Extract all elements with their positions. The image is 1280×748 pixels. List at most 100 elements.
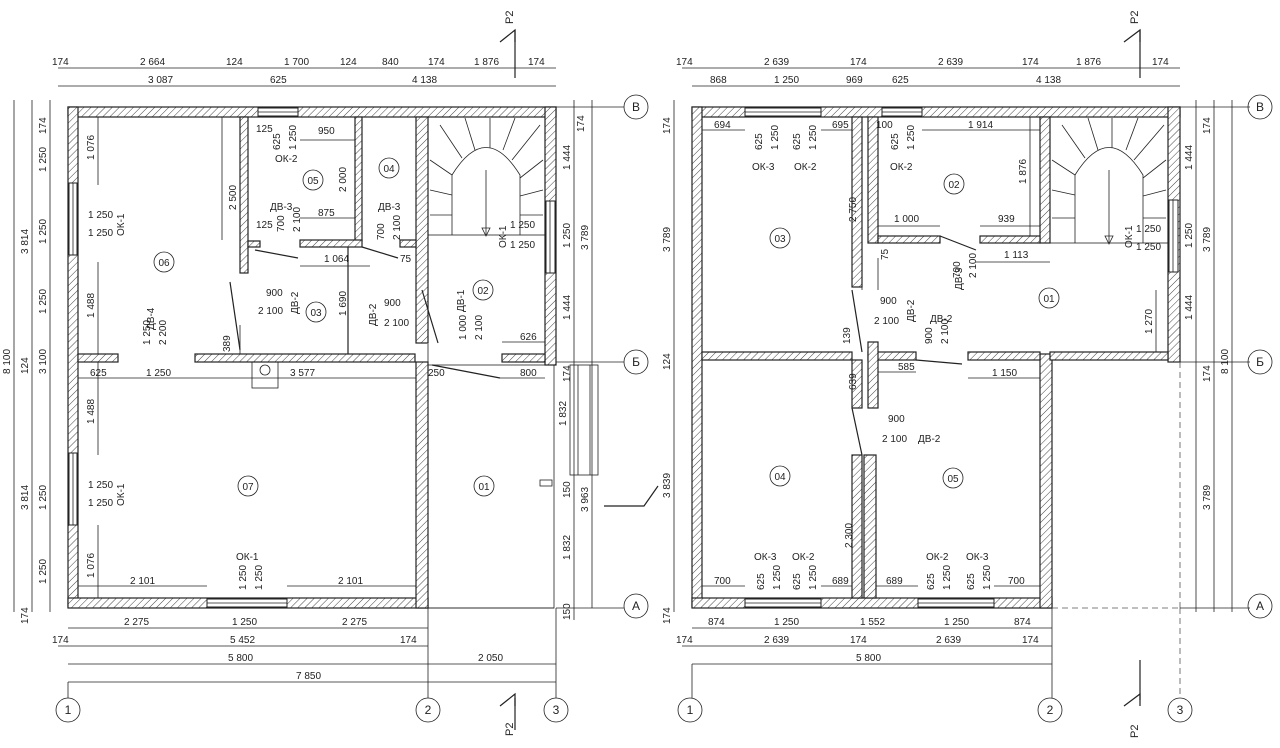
- axis-label: 3: [553, 703, 560, 717]
- dim-text: 5 452: [230, 635, 255, 646]
- door-code: 2 100: [968, 253, 979, 278]
- window-code: 1 250: [88, 498, 113, 509]
- right-plan-doors: [851, 235, 977, 456]
- dim-text: 174: [662, 607, 673, 624]
- dim-text: 1 690: [338, 291, 349, 316]
- room-number: 03: [774, 234, 786, 245]
- window-code: ОК-1: [1124, 225, 1135, 248]
- room-number: 01: [1043, 294, 1055, 305]
- dim-text: 868: [710, 75, 727, 86]
- dim-text: 1 914: [968, 120, 993, 131]
- dim-text: 2 300: [844, 523, 855, 548]
- dim-text: 1 064: [324, 254, 349, 265]
- dim-text: 174: [1022, 57, 1039, 68]
- right-plan-top-dims: 174 2 639 174 2 639 174 1 876 174 868 1 …: [676, 57, 1180, 87]
- window-code: 1 250: [238, 565, 249, 590]
- door-code: 2 100: [292, 207, 303, 232]
- window-code: 1 250: [942, 565, 953, 590]
- door-code: 700: [276, 215, 287, 232]
- door-code: 2 100: [384, 318, 409, 329]
- window-code: 625: [756, 573, 767, 590]
- axis-marker: [677, 697, 703, 723]
- axis-marker: [55, 697, 81, 723]
- dim-text: 625: [90, 368, 107, 379]
- door-code: 2 100: [474, 315, 485, 340]
- door-code: 2 100: [392, 215, 403, 240]
- dim-text: 3 087: [148, 75, 173, 86]
- window-code: 625: [792, 133, 803, 150]
- dim-text: 1 250: [38, 289, 49, 314]
- room-number: 07: [242, 482, 254, 493]
- dim-text: 1 250: [944, 617, 969, 628]
- section-label: Р2: [1129, 725, 1141, 738]
- dim-text: 625: [892, 75, 909, 86]
- dim-text: 8 100: [1220, 349, 1231, 374]
- dim-text: 100: [876, 120, 893, 131]
- window-code: ОК-1: [116, 483, 127, 506]
- door-code: 2 100: [940, 319, 951, 344]
- dim-text: 2 101: [338, 576, 363, 587]
- window-code: ОК-3: [752, 162, 775, 173]
- dim-text: 874: [1014, 617, 1031, 628]
- door-code: 700: [952, 261, 963, 278]
- window-code: ОК-2: [792, 552, 815, 563]
- door-code: 900: [266, 288, 283, 299]
- window-code: ОК-3: [754, 552, 777, 563]
- axis-label: А: [632, 599, 640, 613]
- door-code: 2 200: [158, 320, 169, 345]
- dim-text: 1 270: [1144, 309, 1155, 334]
- door-code: 1 250: [142, 320, 153, 345]
- dim-text: 1 250: [38, 485, 49, 510]
- dim-text: 2 500: [228, 185, 239, 210]
- window-code: 1 250: [254, 565, 265, 590]
- door-code: ДВ-2: [906, 299, 917, 322]
- dim-text: 1 150: [992, 368, 1017, 379]
- dim-text: 2 639: [764, 635, 789, 646]
- window-code: ОК-2: [794, 162, 817, 173]
- dim-text: 1 876: [474, 57, 499, 68]
- axis-label: 1: [65, 703, 72, 717]
- left-plan-walls: [67, 106, 599, 609]
- dim-text: 689: [832, 576, 849, 587]
- dim-text: 625: [270, 75, 287, 86]
- room-number: 04: [383, 164, 395, 175]
- door-code: 2 100: [882, 434, 907, 445]
- dim-text: 1 250: [146, 368, 171, 379]
- room-number: 02: [948, 180, 960, 191]
- right-plan-bottom-dims: 874 1 250 1 552 1 250 874 174 2 639 174 …: [676, 617, 1052, 665]
- dim-text: 1 832: [558, 401, 569, 426]
- dim-text: 700: [714, 576, 731, 587]
- window-code: 625: [890, 133, 901, 150]
- window-code: 1 250: [808, 125, 819, 150]
- door-code: ДВ-3: [270, 202, 293, 213]
- room-number: 03: [310, 308, 322, 319]
- dim-text: 174: [52, 635, 69, 646]
- dim-text: 1 250: [774, 75, 799, 86]
- right-plan-walls: [691, 106, 1181, 609]
- axis-label: 3: [1177, 703, 1184, 717]
- left-plan-right-dims: 174 1 444 1 250 1 444 174 1 832 150 150 …: [558, 100, 593, 620]
- dim-text: 2 639: [764, 57, 789, 68]
- door-code: ДВ-2: [918, 434, 941, 445]
- dim-text: 689: [886, 576, 903, 587]
- dim-text: 3 789: [1202, 485, 1213, 510]
- dim-text: 124: [20, 357, 31, 374]
- door-code: ДВ-2: [290, 291, 301, 314]
- window-code: 1 250: [906, 125, 917, 150]
- dim-text: 800: [520, 368, 537, 379]
- window-code: 625: [966, 573, 977, 590]
- section-label: Р2: [504, 723, 516, 736]
- axis-marker: [1247, 94, 1273, 120]
- window-code: 1 250: [808, 565, 819, 590]
- dim-text: 585: [898, 362, 915, 373]
- dim-text: 950: [318, 126, 335, 137]
- dim-text: 1 250: [38, 147, 49, 172]
- axis-label: В: [632, 100, 640, 114]
- right-staircase: [1049, 116, 1169, 245]
- dim-text: 4 138: [412, 75, 437, 86]
- dim-text: 2 050: [478, 653, 503, 664]
- door-code: 900: [888, 414, 905, 425]
- room-number: 01: [478, 482, 490, 493]
- axis-marker: [623, 94, 649, 120]
- dim-text: 1 250: [38, 219, 49, 244]
